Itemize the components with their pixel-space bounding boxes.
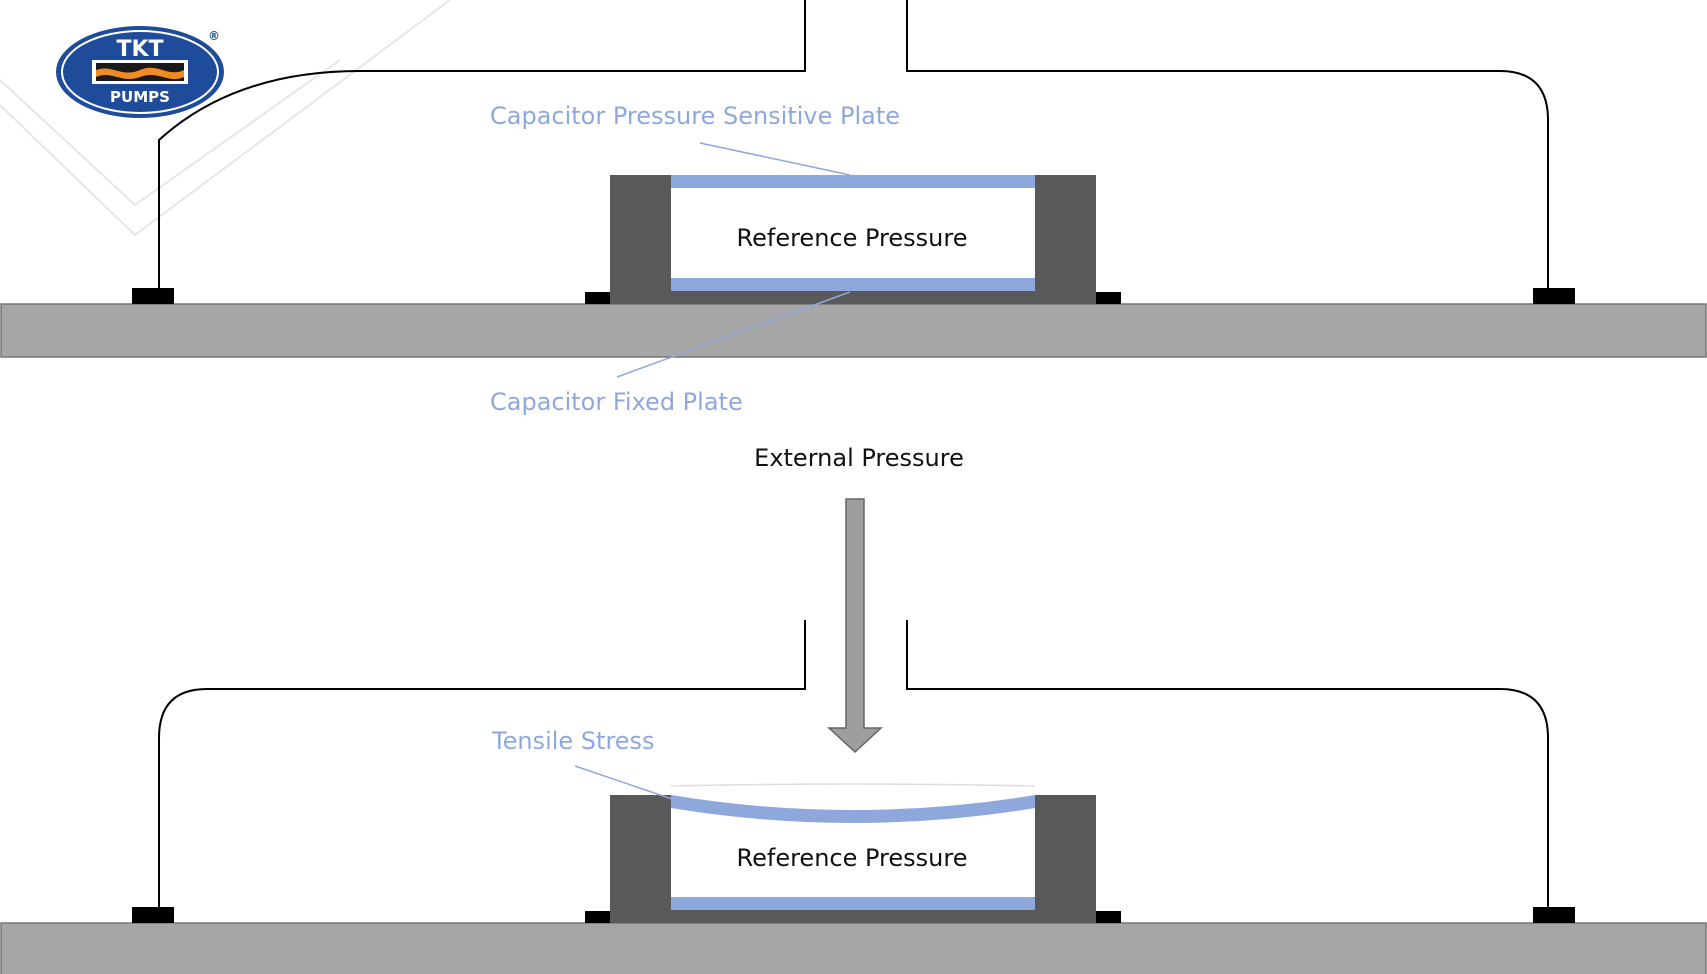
background-decoration [0, 0, 451, 237]
bottom-contact-pad-right [1533, 907, 1575, 923]
top-contact-pad-left [132, 288, 174, 304]
fixed-plate-leader-line [616, 291, 851, 378]
tensile-stress-label: Tensile Stress [491, 727, 655, 755]
top-fixed-plate [671, 278, 1035, 291]
top-contact-pad-right [1533, 288, 1575, 304]
top-reference-chamber [671, 188, 1035, 278]
fixed-plate-label: Capacitor Fixed Plate [490, 388, 743, 416]
undeformed-plate-outline [670, 783, 1036, 787]
top-right-lead-wire [906, 0, 1549, 289]
sensitive-plate-label: Capacitor Pressure Sensitive Plate [490, 102, 900, 130]
top-base-substrate [0, 303, 1707, 358]
bottom-sensor: Tensile Stress Reference Pressure [0, 620, 1707, 974]
top-sensor: Capacitor Pressure Sensitive Plate Refer… [0, 0, 1707, 416]
bottom-left-lead-wire [158, 620, 806, 908]
bottom-deflected-sensitive-plate [671, 795, 1035, 823]
tkt-pumps-logo: TKT PUMPS ® [56, 26, 224, 118]
bottom-base-substrate [0, 922, 1707, 974]
bottom-fixed-plate [671, 897, 1035, 910]
logo-text-top: TKT [116, 37, 163, 62]
down-arrow-icon [827, 498, 883, 754]
tensile-stress-leader-line [574, 765, 673, 800]
bottom-right-lead-wire [906, 620, 1549, 908]
bottom-contact-pad-left [132, 907, 174, 923]
external-pressure-indicator: External Pressure [754, 444, 964, 754]
top-left-lead-wire [158, 0, 806, 289]
external-pressure-label: External Pressure [754, 444, 964, 472]
sensitive-plate-leader-line [699, 142, 851, 176]
registered-mark: ® [208, 29, 220, 43]
top-sensitive-plate [671, 175, 1035, 188]
bottom-reference-pressure-label: Reference Pressure [737, 844, 968, 872]
top-reference-pressure-label: Reference Pressure [737, 224, 968, 252]
logo-text-bottom: PUMPS [110, 88, 170, 106]
